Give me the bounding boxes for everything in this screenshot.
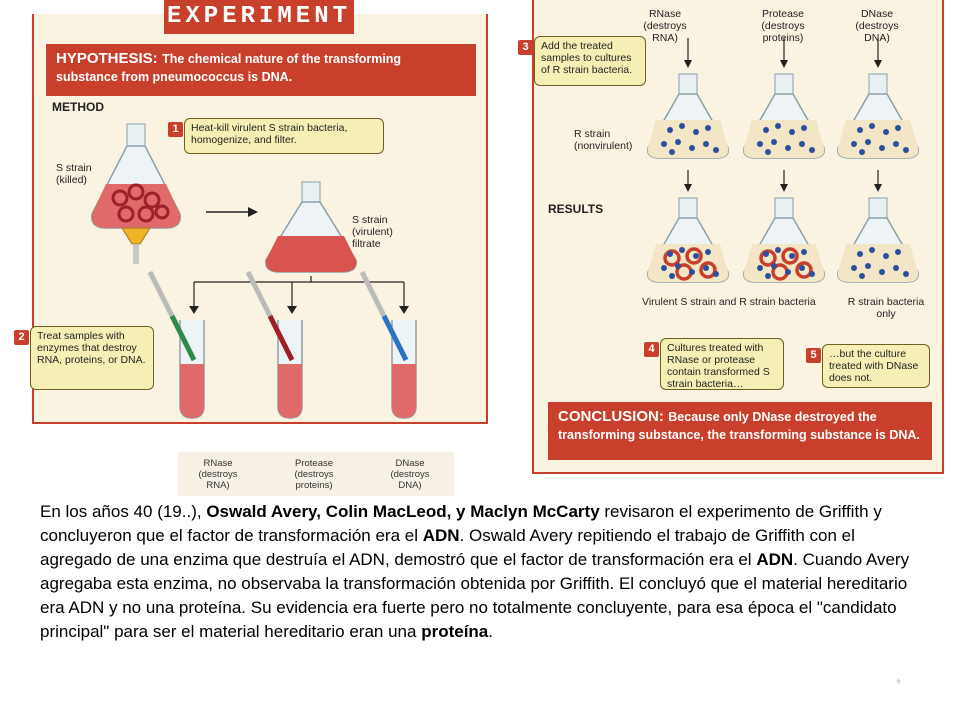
conclusion-text: Because only DNase destroyed the transfo… xyxy=(558,410,920,442)
step-5-callout: …but the culture treated with DNase does… xyxy=(822,344,930,388)
strip-label-rnase: RNase (destroys RNA) xyxy=(178,458,258,491)
experiment-title: EXPERIMENT xyxy=(164,0,354,34)
paragraph-segment: revisaron el experimento de Griffith y c… xyxy=(40,502,882,545)
step-3-callout: Add the treated samples to cultures of R… xyxy=(534,36,646,86)
experiment-results-panel: RNase (destroys RNA) Protease (destroys … xyxy=(518,0,944,474)
step-1-badge: 1 xyxy=(168,122,183,137)
step-4-badge: 4 xyxy=(644,342,659,357)
hypothesis-label: HYPOTHESIS: xyxy=(56,50,158,67)
protease-tube-icon xyxy=(245,270,303,419)
paragraph-segment: En los años 40 (19..), xyxy=(40,502,207,521)
paragraph-segment: . xyxy=(488,622,493,641)
results-illustration xyxy=(647,38,919,283)
strip-line: RNase xyxy=(203,458,233,469)
conclusion-label: CONCLUSION: xyxy=(558,408,664,425)
strip-line: proteins) xyxy=(295,480,333,491)
r-strain-flasks xyxy=(647,73,919,159)
enzyme-label-rnase: RNase (destroys RNA) xyxy=(630,8,700,44)
result-r-line: R strain bacteria xyxy=(847,296,925,308)
result-vs-label: Virulent S strain and R strain bacteria xyxy=(642,296,816,308)
strip-line: (destroys xyxy=(390,469,430,480)
enzyme-line: (destroys xyxy=(643,20,687,32)
step-2-callout: Treat samples with enzymes that destroy … xyxy=(30,326,154,390)
r-strain-flask-icon xyxy=(647,73,729,159)
explanation-paragraph: En los años 40 (19..), Oswald Avery, Col… xyxy=(40,500,930,644)
s-strain-killed-line: S strain xyxy=(56,162,92,174)
r-strain-flask-icon xyxy=(837,73,919,159)
s-strain-filtrate-label: S strain (virulent) filtrate xyxy=(352,214,393,250)
result-r-line: only xyxy=(876,308,896,320)
r-strain-line: (nonvirulent) xyxy=(574,140,633,152)
untransformed-flask-icon xyxy=(837,197,919,283)
filtrate-line: S strain xyxy=(352,214,388,226)
killed-flask-icon xyxy=(91,123,181,264)
filtrate-line: filtrate xyxy=(352,238,381,250)
step-4-callout: Cultures treated with RNase or protease … xyxy=(660,338,784,390)
enzyme-line: RNA) xyxy=(652,32,678,44)
strip-line: Protease xyxy=(294,458,334,469)
enzyme-label-strip: RNase (destroys RNA) Protease (destroys … xyxy=(178,452,454,496)
result-flasks xyxy=(647,197,919,283)
step-2-badge: 2 xyxy=(14,330,29,345)
s-strain-killed-line: (killed) xyxy=(56,174,87,186)
results-label: RESULTS xyxy=(548,202,604,216)
s-strain-killed-label: S strain (killed) xyxy=(56,162,92,186)
strip-line: RNA) xyxy=(206,480,230,491)
enzyme-line: proteins) xyxy=(762,32,804,44)
step-5-badge: 5 xyxy=(806,348,821,363)
enzyme-line: (destroys xyxy=(855,20,899,32)
experiment-method-panel: EXPERIMENT HYPOTHESIS: The chemical natu… xyxy=(14,0,488,424)
transformed-flask-icon xyxy=(647,197,729,283)
enzyme-label-dnase: DNase (destroys DNA) xyxy=(842,8,912,44)
paragraph-segment: ADN xyxy=(756,550,794,569)
enzyme-line: Protease xyxy=(761,8,805,20)
hypothesis-banner: HYPOTHESIS: The chemical nature of the t… xyxy=(46,44,476,96)
enzyme-line: RNase xyxy=(648,8,682,20)
transformed-flask-icon xyxy=(743,197,825,283)
r-strain-flask-icon xyxy=(743,73,825,159)
filtrate-line: (virulent) xyxy=(352,226,393,238)
step-3-badge: 3 xyxy=(518,40,533,55)
strip-label-protease: Protease (destroys proteins) xyxy=(274,458,354,491)
conclusion-banner: CONCLUSION: Because only DNase destroyed… xyxy=(548,402,932,460)
enzyme-line: DNase xyxy=(860,8,894,20)
strip-line: (destroys xyxy=(198,469,238,480)
paragraph-segment: . Cuando Avery agregaba esta enzima, no … xyxy=(40,550,910,641)
method-label: METHOD xyxy=(52,100,104,114)
strip-line: DNA) xyxy=(398,480,422,491)
method-illustration xyxy=(91,123,417,419)
r-strain-label: R strain (nonvirulent) xyxy=(574,128,632,152)
strip-line: DNase xyxy=(395,458,425,469)
hypothesis-text: The chemical nature of the transforming … xyxy=(56,52,402,84)
strip-label-dnase: DNase (destroys DNA) xyxy=(370,458,450,491)
enzyme-label-protease: Protease (destroys proteins) xyxy=(748,8,818,44)
r-strain-line: R strain xyxy=(574,128,611,140)
enzyme-line: DNA) xyxy=(864,32,890,44)
strip-line: (destroys xyxy=(294,469,334,480)
paragraph-segment: ADN xyxy=(422,526,460,545)
dnase-tube-icon xyxy=(359,270,417,419)
filtrate-flask-icon xyxy=(265,181,357,273)
footer-star: * xyxy=(896,676,902,691)
paragraph-segment: Oswald Avery, Colin MacLeod, y Maclyn Mc… xyxy=(206,502,600,521)
step-1-callout: Heat-kill virulent S strain bacteria, ho… xyxy=(184,118,384,154)
rnase-tube-icon xyxy=(147,270,205,419)
paragraph-segment: proteína xyxy=(421,622,489,641)
result-r-label: R strain bacteria only xyxy=(846,296,926,320)
enzyme-line: (destroys xyxy=(761,20,805,32)
paragraph-segment: . Oswald Avery repitiendo el trabajo de … xyxy=(40,526,855,569)
